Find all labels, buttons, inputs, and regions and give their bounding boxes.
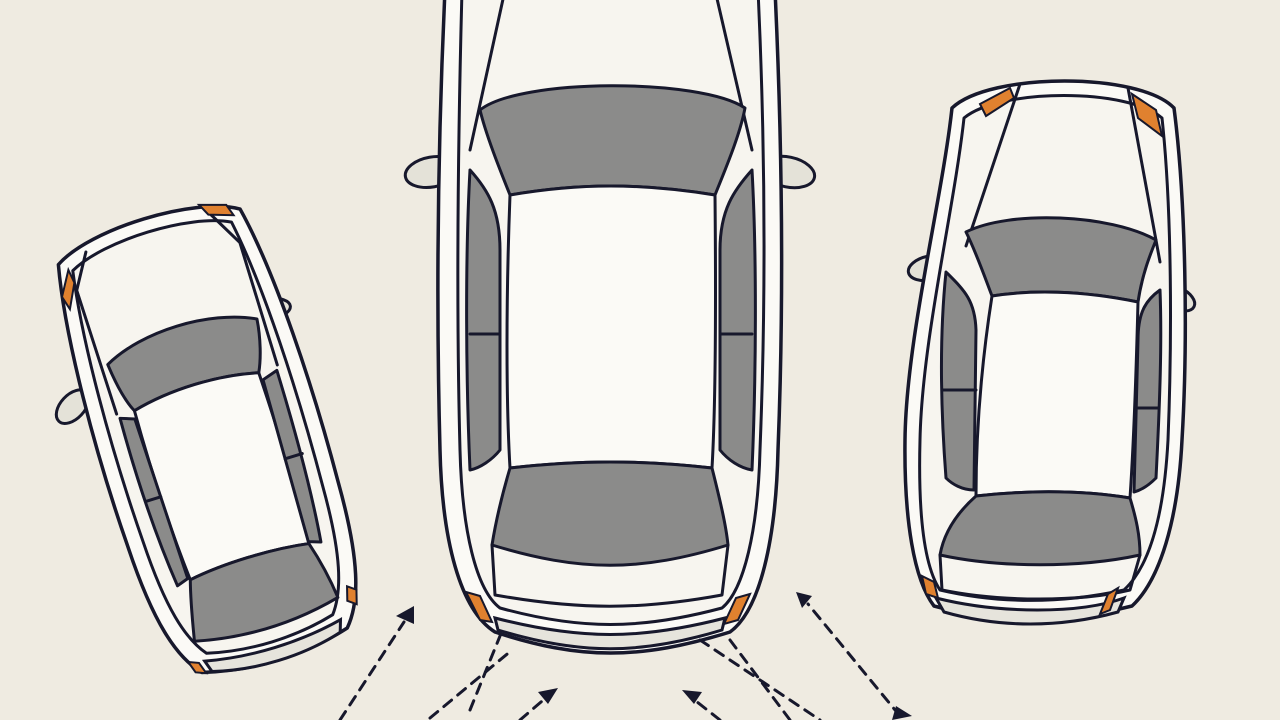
arrow-4 — [682, 690, 722, 720]
center-car-rear-window — [490, 460, 730, 567]
center-car-rear-bumper — [492, 615, 728, 651]
right-car-left-tail-light — [920, 574, 940, 600]
left-car-left-head-light — [60, 266, 76, 312]
right-car-rear-window — [938, 490, 1142, 567]
right-car-left-head-light — [978, 86, 1016, 118]
center-car-left-tail-light — [464, 590, 494, 624]
left-car-rear-window — [188, 542, 340, 643]
left-car-left-side-window — [118, 416, 190, 588]
right-car-right-tail-light — [1098, 585, 1120, 616]
arrow-5 — [698, 638, 822, 720]
center-car-windshield — [478, 84, 747, 197]
right-car-windshield — [964, 216, 1158, 304]
left-car-right-head-light — [196, 203, 236, 217]
center-car-left-side-window — [465, 168, 502, 472]
right-car-right-side-window — [1132, 288, 1163, 494]
center-car-right-side-window — [718, 168, 757, 472]
arrow-1 — [338, 606, 414, 720]
arrow-6 — [796, 592, 912, 720]
center-car-right-tail-light — [722, 592, 752, 626]
right-car-rear-bumper — [932, 595, 1127, 626]
right-car-roof — [974, 290, 1140, 500]
center-car-roof — [505, 184, 718, 470]
left-car-right-tail-light — [346, 584, 358, 606]
right-car-right-head-light — [1130, 91, 1164, 139]
right-car-left-side-window — [940, 270, 978, 492]
center-car — [403, 0, 817, 655]
right-car — [903, 79, 1197, 626]
left-car — [54, 203, 358, 675]
arrows — [338, 592, 912, 720]
left-car-rear-bumper — [201, 617, 343, 673]
left-car-left-tail-light — [186, 660, 209, 675]
arrow-3 — [518, 688, 558, 720]
arrow-2 — [428, 634, 514, 720]
